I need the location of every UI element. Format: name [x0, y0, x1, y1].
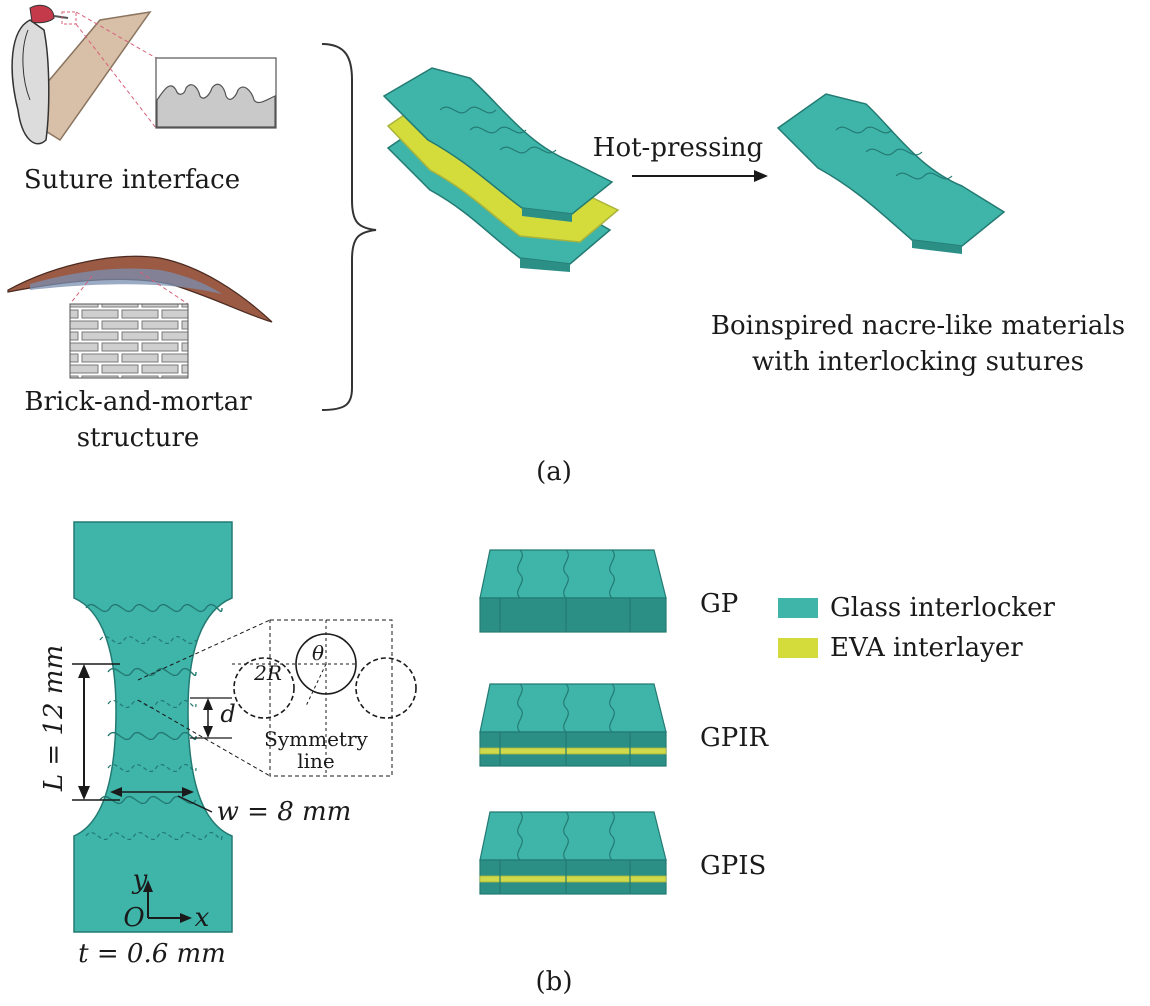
suture-inset [61, 11, 277, 129]
dogbone-specimen [73, 521, 233, 933]
exploded-layers [382, 67, 620, 272]
sample-label-gpir: GPIR [700, 723, 770, 753]
sample-label-gpis: GPIS [700, 851, 766, 881]
panel-a-caption: (a) [536, 457, 572, 487]
L-dimension-label: L = 12 mm [39, 645, 69, 792]
grouping-brace [321, 43, 377, 411]
brick-mortar-label-line1: Brick-and-mortar [24, 387, 252, 417]
woodpecker-illustration [11, 4, 152, 145]
sample-label-gp: GP [700, 589, 738, 619]
w-dimension-label: w = 8 mm [217, 797, 352, 827]
thickness-label: t = 0.6 mm [78, 939, 226, 969]
symmetry-label-line1: Symmetry [264, 727, 368, 751]
brick-mortar-label-line2: structure [77, 423, 200, 453]
legend-label-eva: EVA interlayer [830, 633, 1023, 663]
panel-b: L = 12 mm w = 8 mm y O x t = 0.6 mm [39, 521, 1056, 997]
legend-swatch-glass [778, 598, 818, 618]
legend-label-glass: Glass interlocker [830, 593, 1056, 623]
y-axis-label: y [132, 865, 148, 895]
legend: Glass interlocker EVA interlayer [778, 593, 1056, 663]
panel-a: Suture interface Brick-and-mortar struct… [7, 4, 1125, 487]
sample-block-gpis: GPIS [479, 811, 766, 895]
coordinate-axes: y O x [123, 865, 209, 933]
result-label-line2: with interlocking sutures [752, 347, 1084, 377]
woodpecker-head [29, 4, 55, 24]
result-specimen [776, 93, 1006, 254]
suture-geometry-detail [190, 620, 417, 776]
suture-detail-box [269, 619, 393, 777]
sample-blocks: GP GPIR GPIS [479, 549, 770, 895]
symmetry-label-line2: line [297, 749, 335, 773]
brick-mortar-inset [69, 303, 189, 379]
legend-swatch-eva [778, 638, 818, 658]
shell-illustration [7, 255, 273, 379]
panel-b-caption: (b) [536, 967, 573, 997]
theta-label: θ [312, 641, 324, 665]
woodpecker-beak [53, 15, 69, 19]
woodpecker-body [11, 19, 50, 145]
suture-interface-label: Suture interface [24, 165, 240, 195]
origin-label: O [123, 903, 144, 933]
hot-pressing-label: Hot-pressing [593, 133, 763, 163]
d-label: d [220, 700, 235, 728]
x-axis-label: x [195, 903, 210, 933]
result-label-line1: Boinspired nacre-like materials [711, 311, 1125, 341]
R-label: 2R [253, 661, 282, 685]
sample-block-gp: GP [479, 549, 738, 633]
sample-block-gpir: GPIR [479, 683, 770, 767]
